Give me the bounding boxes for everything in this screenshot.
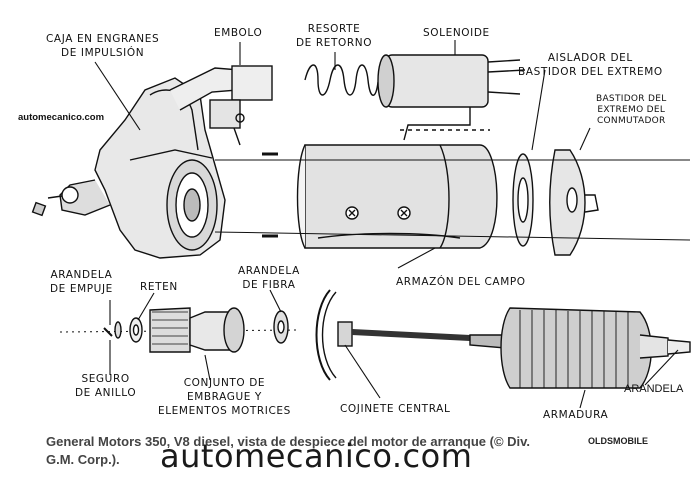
label-line: RESORTE (307, 23, 361, 35)
label-solenoide: SOLENOIDE (423, 27, 490, 39)
label-conjunto: CONJUNTO DE EMBRAGUE Y ELEMENTOS MOTRICE… (158, 376, 291, 418)
watermark: automecanico.com (160, 437, 473, 475)
label-seguro: SEGURO DE ANILLO (75, 372, 136, 400)
label-arandela-fibra: ARANDELA DE FIBRA (238, 264, 300, 292)
label-embolo: EMBOLO (214, 27, 263, 39)
label-resorte: RESORTE DE RETORNO (296, 22, 372, 50)
leader-lines (94, 40, 679, 409)
caption-line-2: G.M. Corp.). (46, 452, 120, 467)
label-bastidor: BASTIDOR DEL EXTREMO DEL CONMUTADOR (596, 94, 667, 127)
label-armadura: ARMADURA (543, 409, 609, 421)
label-line: CONJUNTO DE (183, 377, 266, 389)
armature (351, 307, 691, 389)
label-line: AISLADOR DEL (547, 52, 633, 64)
label-line: EMBRAGUE Y (186, 391, 262, 403)
label-line: DE FIBRA (242, 279, 296, 291)
label-line: DE EMPUJE (50, 283, 113, 295)
label-line: EXTREMO DEL (597, 105, 666, 115)
plunger-lever (169, 65, 273, 146)
return-spring (304, 64, 379, 96)
through-bolts (214, 152, 691, 241)
label-line: SEGURO (81, 373, 130, 385)
site-label-small: automecanico.com (18, 112, 105, 123)
label-line: BASTIDOR DEL EXTREMO (518, 66, 663, 78)
drive-housing (31, 77, 226, 259)
label-line: CAJA EN ENGRANES (46, 33, 160, 45)
label-line: BASTIDOR DEL (596, 94, 667, 104)
label-line: DE IMPULSIÓN (61, 47, 145, 59)
label-arandela-empuje: ARANDELA DE EMPUJE (50, 268, 113, 296)
label-line: ELEMENTOS MOTRICES (158, 405, 291, 417)
drive-assembly-parts (59, 307, 301, 353)
commutator-end-frame (512, 149, 599, 256)
label-line: DE RETORNO (296, 37, 373, 49)
solenoid (377, 54, 526, 141)
label-aislador: AISLADOR DEL BASTIDOR DEL EXTREMO (518, 51, 663, 79)
label-line: ARANDELA (50, 269, 113, 281)
label-arandela-right: ARANDELA (624, 383, 684, 395)
center-bearing (315, 289, 353, 381)
label-armazon: ARMAZÓN DEL CAMPO (396, 276, 526, 288)
label-line: ARANDELA (238, 265, 300, 277)
label-line: CONMUTADOR (596, 116, 666, 126)
caption-line-1: General Motors 350, V8 diesel, vista de … (46, 434, 531, 449)
field-frame (296, 144, 498, 249)
label-reten: RETEN (140, 281, 178, 293)
label-caja-engranes: CAJA EN ENGRANES DE IMPULSIÓN (46, 32, 159, 60)
label-line: DE ANILLO (75, 387, 137, 399)
oldsmobile-label: OLDSMOBILE (588, 436, 648, 446)
label-cojinete: COJINETE CENTRAL (340, 403, 451, 415)
